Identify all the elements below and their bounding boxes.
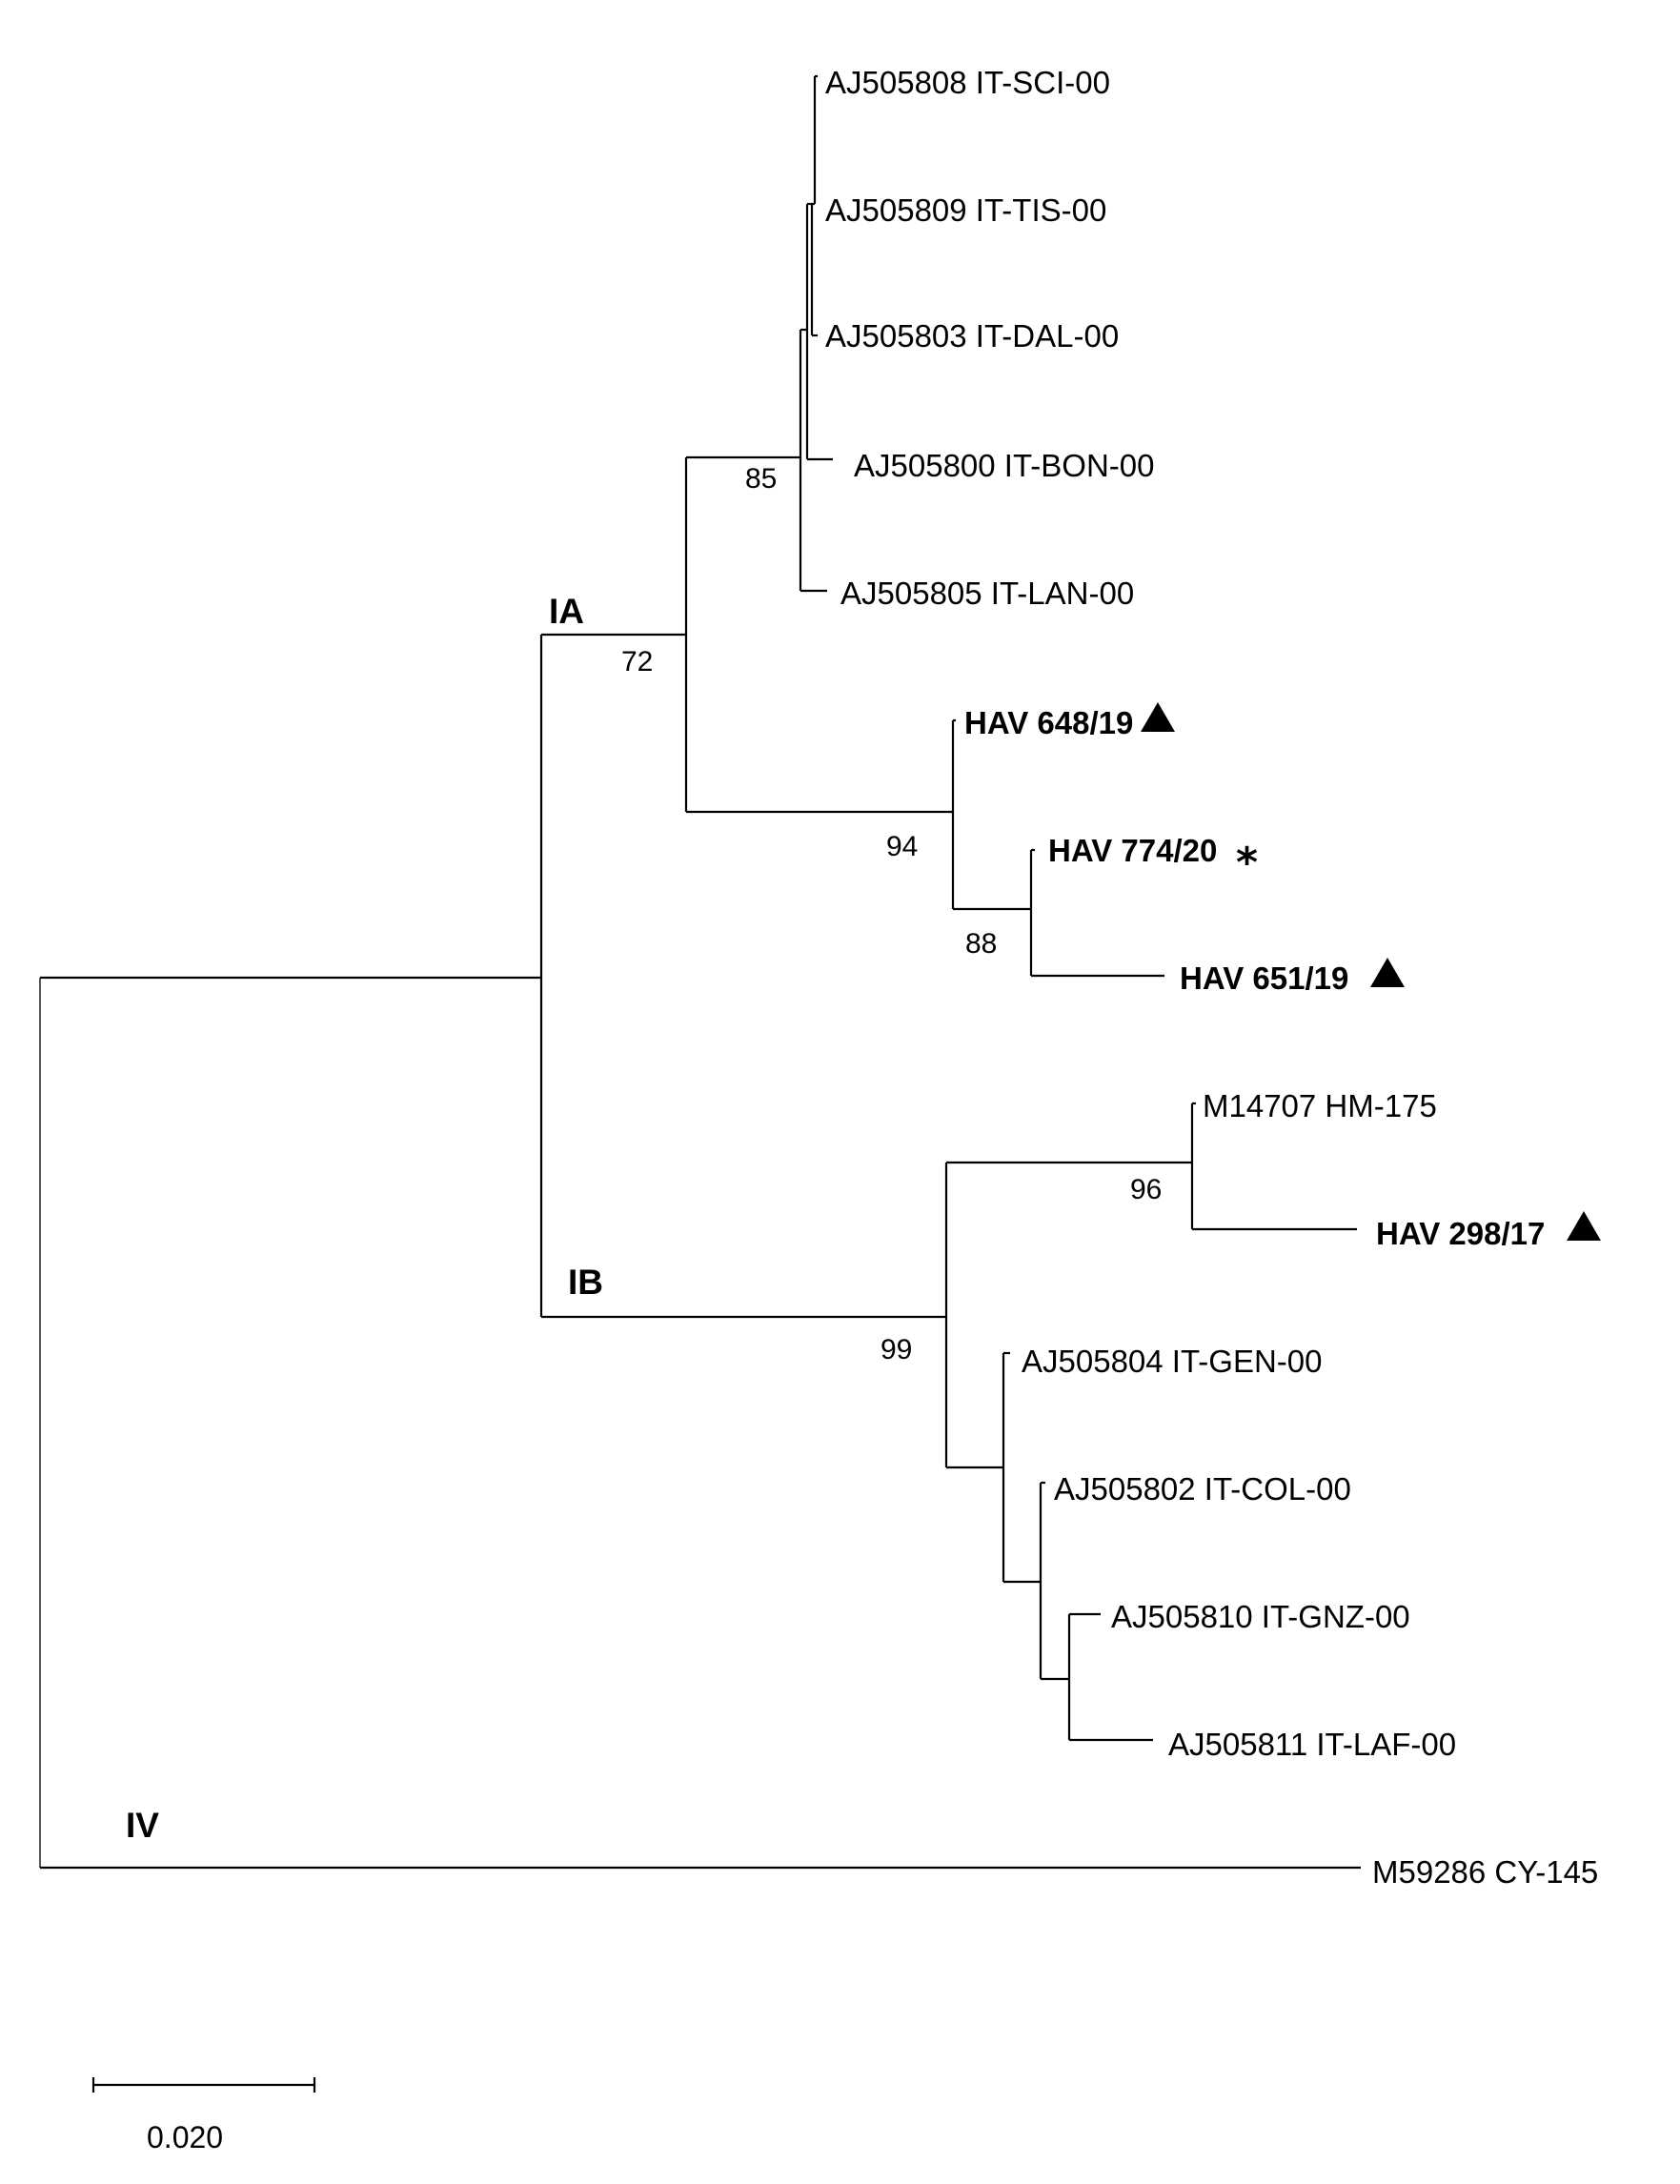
asterisk-marker-icon: * bbox=[1236, 839, 1258, 887]
taxon-label: AJ505809 IT-TIS-00 bbox=[825, 192, 1106, 228]
bootstrap-value: 96 bbox=[1130, 1174, 1162, 1205]
taxon-label: M14707 HM-175 bbox=[1203, 1088, 1437, 1123]
taxon-label: M59286 CY-145 bbox=[1372, 1854, 1598, 1890]
triangle-marker-icon bbox=[1370, 958, 1405, 987]
bootstrap-value: 72 bbox=[621, 646, 653, 677]
bootstrap-value: 85 bbox=[745, 463, 777, 495]
clade-label-ia: IA bbox=[549, 592, 584, 631]
taxon-label: AJ505803 IT-DAL-00 bbox=[825, 318, 1119, 354]
taxon-label-new-isolate: HAV 774/20 bbox=[1048, 833, 1217, 868]
taxon-label: AJ505810 IT-GNZ-00 bbox=[1111, 1599, 1410, 1634]
clade-label-ib: IB bbox=[568, 1263, 603, 1302]
bootstrap-value: 99 bbox=[880, 1334, 912, 1365]
clade-label-iv: IV bbox=[126, 1806, 159, 1845]
bootstrap-value: 88 bbox=[965, 928, 997, 960]
taxon-label: AJ505804 IT-GEN-00 bbox=[1022, 1344, 1323, 1379]
taxon-label: AJ505808 IT-SCI-00 bbox=[825, 65, 1110, 100]
taxon-label-new-isolate: HAV 298/17 bbox=[1376, 1216, 1545, 1251]
taxon-label-new-isolate: HAV 651/19 bbox=[1180, 961, 1348, 996]
scale-bar-label: 0.020 bbox=[147, 2120, 223, 2154]
taxon-label: AJ505800 IT-BON-00 bbox=[854, 448, 1155, 483]
taxon-label: AJ505802 IT-COL-00 bbox=[1054, 1471, 1351, 1507]
triangle-marker-icon bbox=[1567, 1211, 1601, 1241]
taxon-label: AJ505805 IT-LAN-00 bbox=[840, 576, 1134, 611]
taxon-label: AJ505811 IT-LAF-00 bbox=[1168, 1727, 1456, 1762]
bootstrap-value: 94 bbox=[886, 831, 918, 862]
triangle-marker-icon bbox=[1141, 702, 1175, 732]
taxon-label-new-isolate: HAV 648/19 bbox=[964, 705, 1133, 740]
